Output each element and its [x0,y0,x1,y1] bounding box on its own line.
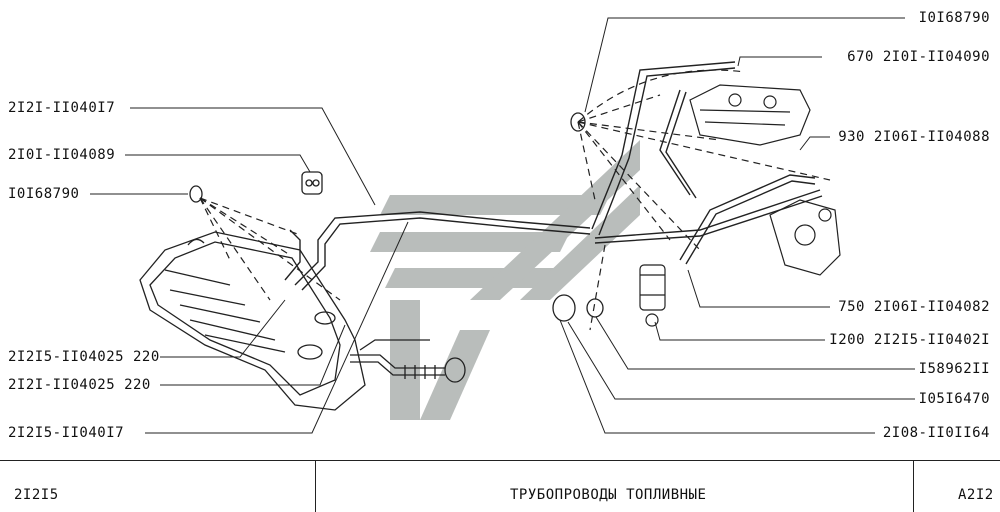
fuel-lines-diagram: 2I2I-II040I7 2I0I-II04089 I0I68790 2I2I5… [8,10,990,441]
label-part-2i0i-ii04090: 670 2I0I-II04090 [847,49,990,65]
label-part-2i2i5-ii04025: 2I2I5-II04025 220 [8,349,160,365]
label-part-i05i6470: I05I6470 [918,391,990,407]
label-part-2i2i5-ii0402i: I200 2I2I5-II0402I [829,332,990,348]
label-part-i0i68790-right: I0I68790 [918,10,990,26]
label-part-2i06i-ii04088: 930 2I06I-II04088 [838,129,990,145]
label-part-i0i68790-left: I0I68790 [8,186,80,202]
diagram-drawing [90,17,915,434]
label-part-212i-ii04017: 2I2I-II040I7 [8,100,116,116]
sheet-title: ТРУБОПРОВОДЫ ТОПЛИВНЫЕ [510,487,707,503]
sheet-code: A2I2 [958,487,994,503]
title-block-divider-right [913,461,914,512]
fuel-filter [639,264,666,327]
leader-lines [90,17,915,434]
fuel-pipes [284,61,823,291]
dashed-leaders [199,69,831,331]
label-part-2i2i-ii04025: 2I2I-II04025 220 [8,377,151,393]
title-block: 2I2I5 ТРУБОПРОВОДЫ ТОПЛИВНЫЕ A2I2 [0,460,1000,512]
label-part-210i-ii04089: 2I0I-II04089 [8,147,116,163]
label-part-2i08-ii0ii64: 2I08-II0II64 [882,425,990,441]
label-part-2i06i-ii04082: 750 2I06I-II04082 [838,299,990,315]
label-part-2i2i5-ii040i7: 2I2I5-II040I7 [8,425,125,441]
label-part-i58962ii: I58962II [918,361,990,377]
watermark-logo [370,140,640,420]
fuel-pump [769,199,841,276]
fuel-tank [139,231,366,411]
model-code: 2I2I5 [14,487,59,503]
carburetor [689,84,811,146]
title-block-divider-left [315,461,316,512]
filler-neck [350,339,466,383]
clamps [189,112,604,322]
